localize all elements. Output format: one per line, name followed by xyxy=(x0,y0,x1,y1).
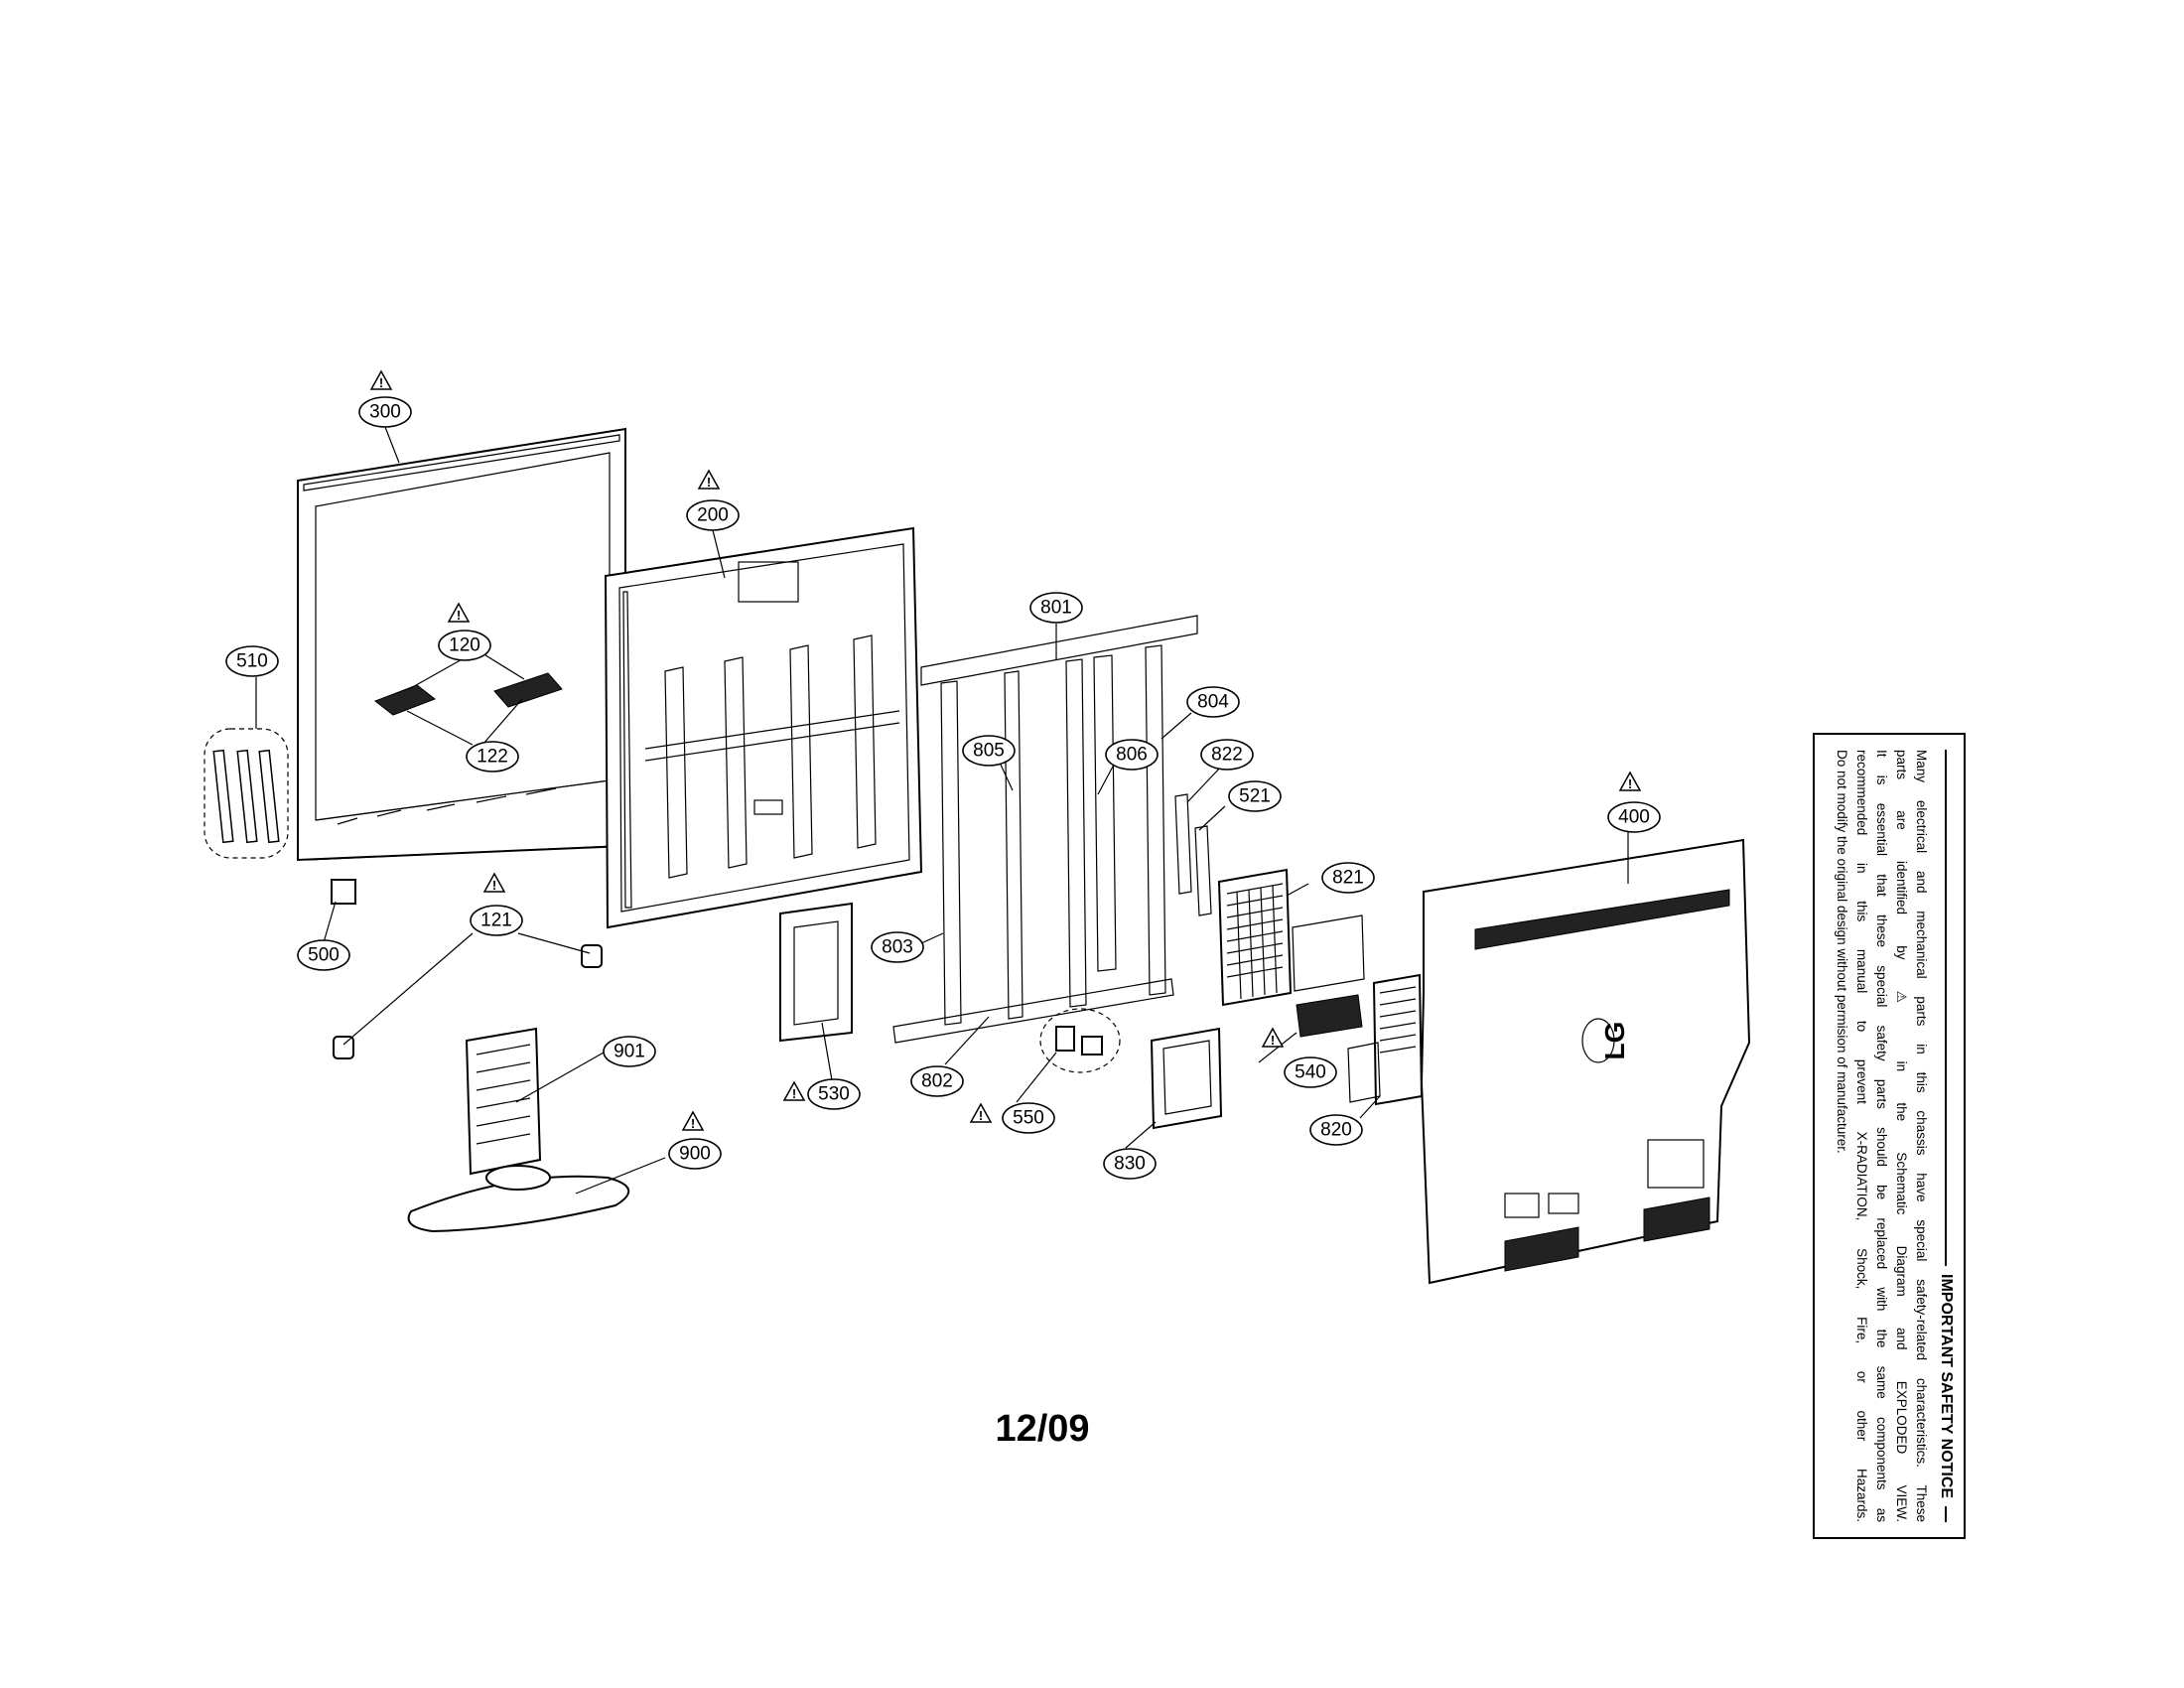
callout-200: 200 xyxy=(686,499,740,531)
safety-notice-content: IMPORTANT SAFETY NOTICE Many electrical … xyxy=(1820,744,1959,1528)
part-801-frame-assembly xyxy=(892,615,1198,1044)
svg-text:!: ! xyxy=(792,1086,796,1101)
svg-text:!: ! xyxy=(691,1116,695,1131)
part-120-speakers xyxy=(373,672,563,716)
part-820-terminal-board xyxy=(1347,973,1424,1106)
callout-121: 121 xyxy=(470,905,523,936)
safety-notice-line: Do not modify the original design withou… xyxy=(1835,750,1849,1154)
callout-822: 822 xyxy=(1200,739,1254,771)
warning-triangle-121: ! xyxy=(482,872,506,893)
lg-logo: LG xyxy=(1599,1022,1630,1060)
svg-text:530: 530 xyxy=(818,1084,850,1105)
svg-text:121: 121 xyxy=(480,911,512,931)
leader-lines xyxy=(255,426,1629,1195)
callout-540: 540 xyxy=(1284,1056,1337,1088)
callout-803: 803 xyxy=(871,931,924,963)
part-901-stand-neck xyxy=(465,1027,542,1176)
safety-notice-box: IMPORTANT SAFETY NOTICE Many electrical … xyxy=(1813,733,1966,1539)
svg-text:510: 510 xyxy=(236,651,268,672)
warning-triangle-550: ! xyxy=(969,1102,993,1123)
warning-triangle-200: ! xyxy=(697,469,721,490)
part-521-bracket xyxy=(1194,825,1212,916)
callout-510: 510 xyxy=(225,645,279,677)
warning-triangle-300: ! xyxy=(369,369,393,390)
svg-text:806: 806 xyxy=(1116,745,1148,766)
svg-text:550: 550 xyxy=(1013,1108,1044,1129)
svg-text:!: ! xyxy=(1271,1033,1275,1048)
svg-text:120: 120 xyxy=(449,635,480,656)
part-400-back-cover xyxy=(1420,838,1751,1285)
callout-821: 821 xyxy=(1321,862,1375,894)
warning-triangle-540: ! xyxy=(1261,1027,1285,1048)
safety-notice-title: IMPORTANT SAFETY NOTICE xyxy=(1937,750,1955,1522)
part-510-control-buttons xyxy=(204,728,289,859)
svg-text:521: 521 xyxy=(1239,786,1271,807)
svg-text:803: 803 xyxy=(882,937,913,958)
svg-text:!: ! xyxy=(979,1108,983,1123)
callout-804: 804 xyxy=(1186,686,1240,718)
callout-802: 802 xyxy=(910,1065,964,1097)
callout-300: 300 xyxy=(358,396,412,428)
svg-text:802: 802 xyxy=(921,1071,953,1092)
callout-805: 805 xyxy=(962,735,1016,767)
callouts: 300 200 120 122 510 500 121 901 900 530 … xyxy=(225,396,1661,1180)
part-821-main-board xyxy=(1217,868,1365,1038)
callout-820: 820 xyxy=(1309,1114,1363,1146)
svg-text:830: 830 xyxy=(1114,1154,1146,1175)
callout-500: 500 xyxy=(297,939,350,971)
safety-notice-line: It is essential that these special safet… xyxy=(1874,750,1889,1522)
svg-text:!: ! xyxy=(457,608,461,623)
callout-521: 521 xyxy=(1228,780,1282,812)
warning-triangles: ! ! ! ! ! ! ! ! xyxy=(369,369,1642,1131)
callout-550: 550 xyxy=(1002,1102,1055,1134)
svg-text:122: 122 xyxy=(477,747,508,768)
svg-text:200: 200 xyxy=(697,505,729,526)
callout-400: 400 xyxy=(1607,801,1661,833)
safety-notice-line: parts are identified by ⚠ in the Schemat… xyxy=(1894,750,1909,1522)
callout-120: 120 xyxy=(438,630,491,661)
page-date-code: 12/09 xyxy=(995,1408,1090,1450)
svg-text:!: ! xyxy=(1628,776,1632,791)
warning-triangle-900: ! xyxy=(681,1110,705,1131)
svg-text:804: 804 xyxy=(1197,692,1229,713)
svg-text:900: 900 xyxy=(679,1144,711,1165)
svg-text:500: 500 xyxy=(308,945,340,966)
svg-text:!: ! xyxy=(492,878,496,893)
callout-122: 122 xyxy=(466,741,519,773)
svg-text:300: 300 xyxy=(369,402,401,423)
safety-notice-line: recommended in this manual to prevent X-… xyxy=(1854,750,1869,1522)
warning-triangle-120: ! xyxy=(447,602,471,623)
svg-text:801: 801 xyxy=(1040,598,1072,619)
svg-text:540: 540 xyxy=(1295,1062,1326,1083)
warning-triangle-530: ! xyxy=(782,1080,806,1101)
callout-901: 901 xyxy=(603,1036,656,1067)
callout-806: 806 xyxy=(1105,739,1159,771)
svg-text:822: 822 xyxy=(1211,745,1243,766)
warning-triangle-400: ! xyxy=(1618,771,1642,791)
part-900-stand-base xyxy=(407,1165,629,1233)
svg-text:!: ! xyxy=(379,375,383,390)
svg-text:400: 400 xyxy=(1618,807,1650,828)
svg-text:821: 821 xyxy=(1332,868,1364,889)
part-500-ir-receiver xyxy=(331,879,356,905)
safety-notice-line: Many electrical and mechanical parts in … xyxy=(1914,750,1929,1522)
callout-530: 530 xyxy=(807,1078,861,1110)
callout-801: 801 xyxy=(1029,592,1083,624)
part-822-bracket xyxy=(1174,793,1192,895)
part-121-brackets xyxy=(333,944,603,1059)
svg-text:!: ! xyxy=(707,475,711,490)
svg-text:820: 820 xyxy=(1320,1120,1352,1141)
part-530-sheet xyxy=(779,902,853,1043)
part-200-lcd-module xyxy=(604,526,923,929)
svg-text:901: 901 xyxy=(614,1042,645,1062)
callout-900: 900 xyxy=(668,1138,722,1170)
part-550-power-socket xyxy=(1039,1008,1121,1073)
part-830-power-board xyxy=(1150,1027,1223,1130)
callout-830: 830 xyxy=(1103,1148,1157,1180)
svg-text:805: 805 xyxy=(973,741,1005,762)
